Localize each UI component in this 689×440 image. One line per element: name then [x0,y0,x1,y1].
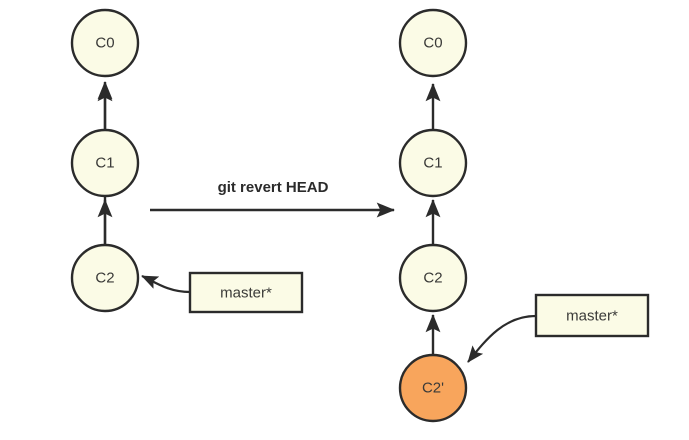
commit-label: C0 [423,35,442,52]
commit-label: C2' [422,380,444,397]
commit-node-c2-before[interactable]: C2 [70,243,140,313]
commit-circle [398,243,468,313]
commit-node-c2-after[interactable]: C2 [398,243,468,313]
transition-git-revert: git revert HEAD [150,179,395,218]
commit-node-c0-before[interactable]: C0 [70,8,140,78]
before-commit-graph: C0 C1 C2 master* [70,8,304,314]
after-commit-graph: C0 C1 C2 C2' master* [398,8,650,423]
branch-label-box-master-after[interactable]: master* [534,293,650,338]
branch-pointer-arrow-before [141,275,191,294]
branch-box-label: master* [220,285,272,302]
commit-circle [70,8,140,78]
commit-label: C2 [423,270,442,287]
commit-circle-highlight [398,353,468,423]
commit-label: C0 [95,35,114,52]
commit-node-c1-after[interactable]: C1 [398,128,468,198]
branch-pointer-arrow-after [467,314,537,363]
commit-circle [70,243,140,313]
branch-box-label: master* [566,308,618,325]
commit-circle [398,8,468,78]
branch-label-box-master-before[interactable]: master* [188,271,304,314]
branch-box-rect [534,293,650,338]
commit-circle [70,128,140,198]
commit-node-c1-before[interactable]: C1 [70,128,140,198]
commit-label: C2 [95,270,114,287]
commit-node-c2prime-revert[interactable]: C2' [398,353,468,423]
commit-circle [398,128,468,198]
transition-command-label: git revert HEAD [218,179,329,196]
commit-label: C1 [423,155,442,172]
branch-box-rect [188,271,304,314]
commit-label: C1 [95,155,114,172]
commit-node-c0-after[interactable]: C0 [398,8,468,78]
